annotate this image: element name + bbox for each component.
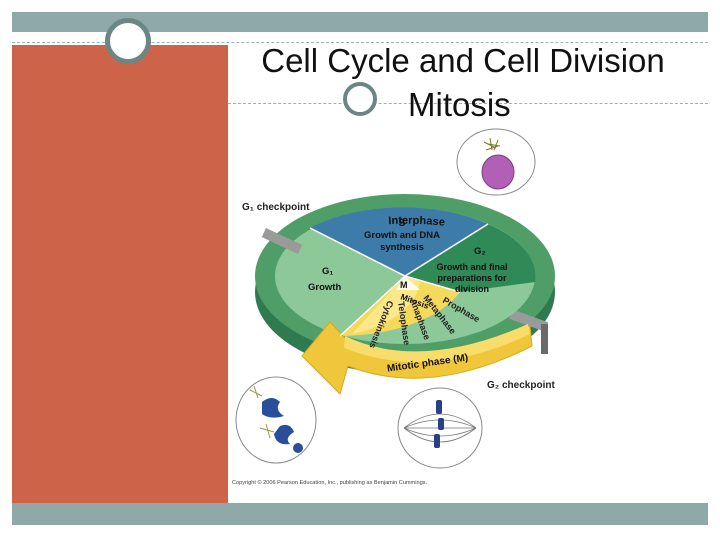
slide-title: Cell Cycle and Cell Division bbox=[261, 42, 665, 79]
g2-phase-letter: G₂ bbox=[474, 246, 486, 257]
g2-checkpoint-bar bbox=[509, 309, 549, 332]
cell-cycle-diagram: G₁ checkpoint G₂ checkpoint Interphase S… bbox=[232, 128, 555, 486]
sector-divider-s-g1 bbox=[309, 227, 406, 277]
g2-phase-line1: Growth and final bbox=[437, 262, 508, 272]
g2-phase-sector bbox=[405, 224, 536, 292]
g2-phase-line2: preparations for bbox=[437, 273, 507, 283]
g2-checkpoint-post bbox=[541, 324, 548, 354]
metaphase-cell-illustration bbox=[397, 387, 483, 469]
sector-divider-m-g1 bbox=[339, 275, 406, 337]
subtitle-ring-small-icon bbox=[343, 82, 377, 116]
g1-phase-letter: G₁ bbox=[322, 266, 333, 277]
top-accent-bar bbox=[12, 12, 708, 32]
interphase-label-path: Interphase bbox=[388, 215, 445, 229]
left-side-panel bbox=[12, 45, 228, 503]
s-phase-letter: S bbox=[399, 218, 406, 229]
top-dashed-rule bbox=[12, 42, 708, 43]
interphase-cell-illustration bbox=[456, 128, 536, 196]
g1-phase-line1: Growth bbox=[308, 282, 341, 293]
s-phase-line1: Growth and DNA bbox=[364, 230, 440, 241]
g1-checkpoint-label: G₁ checkpoint bbox=[242, 202, 310, 213]
bottom-accent-bar bbox=[12, 503, 708, 525]
sector-divider-s-g2 bbox=[404, 223, 489, 277]
slide-subtitle: Mitosis bbox=[408, 86, 511, 123]
title-dashed-rule bbox=[228, 103, 708, 104]
mitotic-sector-edge bbox=[352, 276, 420, 334]
sector-divider-g2-m bbox=[404, 275, 461, 293]
title-ring-large-icon bbox=[105, 18, 151, 64]
m-wedge bbox=[396, 276, 420, 290]
prophase-cell-illustration bbox=[235, 376, 317, 464]
mitotic-phase-band-top bbox=[344, 324, 530, 363]
g2-checkpoint-label: G₂ checkpoint bbox=[487, 380, 555, 391]
s-phase-line2: synthesis bbox=[380, 242, 424, 253]
interphase-label: Interphase bbox=[388, 215, 445, 229]
copyright-notice: Copyright © 2006 Pearson Education, Inc.… bbox=[232, 479, 427, 486]
m-label: M bbox=[400, 280, 408, 290]
g2-phase-line3: division bbox=[455, 284, 489, 294]
g1-checkpoint-bar bbox=[261, 228, 303, 254]
s-phase-sector bbox=[310, 207, 488, 276]
